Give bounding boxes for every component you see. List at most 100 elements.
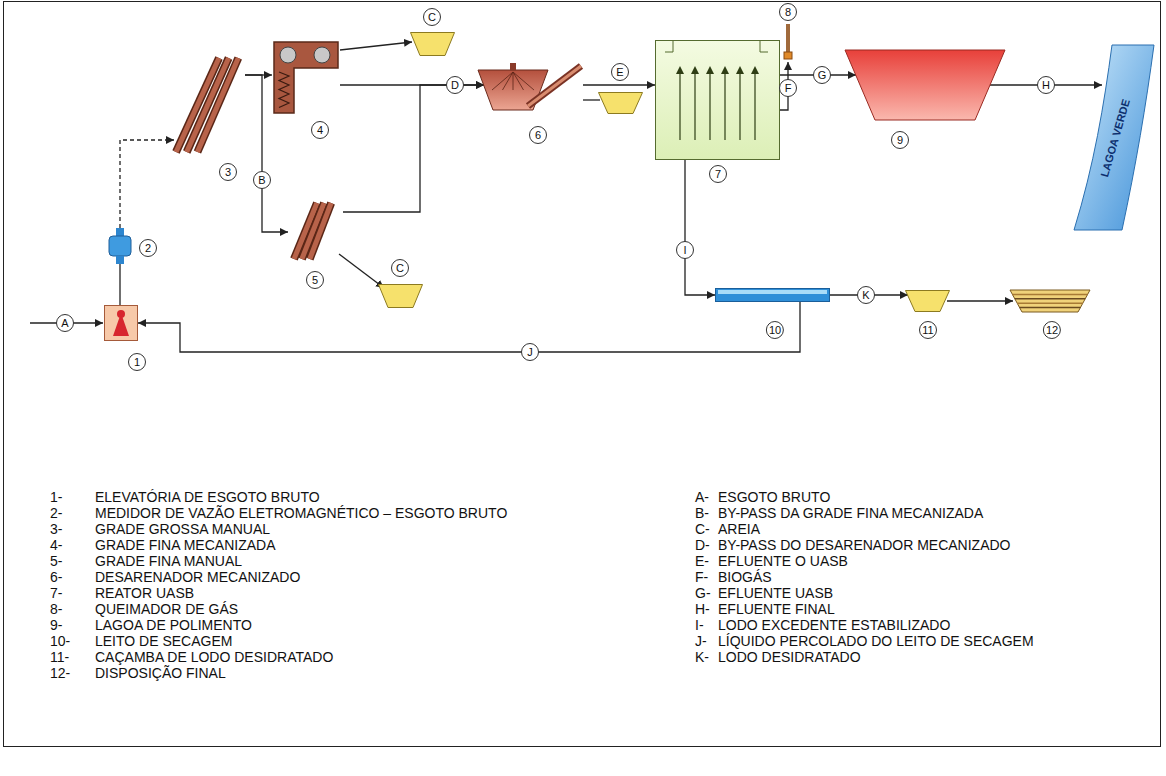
pond-icon [845,50,1005,120]
flow-letter: H [1037,76,1055,94]
callout-number: C [391,259,409,277]
legend-text: AREIA [718,521,760,537]
manual-screen: 5 [288,200,343,262]
legend-text: EFLUENTE FINAL [718,601,835,617]
legend-key: C- [695,521,710,537]
sand-bucket: C [410,32,455,56]
legend-text: GRADE GROSSA MANUAL [95,521,270,537]
legend-key: 5- [50,553,62,569]
receiving-lake: LAGOA VERDE [1072,45,1157,230]
bed-icon [715,288,830,302]
machine-icon [272,40,340,115]
legend-key: H- [695,601,710,617]
callout-number: 6 [529,126,547,144]
sludge-bucket: 11 [905,290,950,312]
flow-meter: 2 [108,228,132,264]
legend-key: A- [695,489,709,505]
final-disposal: 12 [1010,290,1090,312]
callout-number: 10 [766,321,784,339]
callout-number: 3 [219,163,237,181]
legend-key: E- [695,553,709,569]
flow-letter: K [857,286,875,304]
legend-key: 2- [50,505,62,521]
legend-key: F- [695,569,708,585]
flow-letter: B [253,171,271,189]
legend-text: ESGOTO BRUTO [718,489,830,505]
flow-line [583,84,655,85]
bucket-icon [378,284,423,308]
legend-text: CAÇAMBA DE LODO DESIDRATADO [95,649,333,665]
legend-key: 6- [50,569,62,585]
legend-text: REATOR UASB [95,585,194,601]
legend-text: ELEVATÓRIA DE ESGOTO BRUTO [95,489,320,505]
pole-icon [781,24,795,62]
frame [4,2,1161,747]
disposal-icon [1010,290,1090,312]
callout-number: C [423,8,441,26]
flow-line [685,160,715,295]
legend-key: D- [695,537,710,553]
barsBig-icon [170,55,245,155]
barsSmall-icon [288,200,343,262]
uasb-icon [655,40,780,160]
legend-key: 1- [50,489,62,505]
legend-text: BY-PASS DA GRADE FINA MECANIZADA [718,505,983,521]
uasb-reactor: 7 [655,40,780,160]
legend-text: EFLUENTE UASB [718,585,833,601]
flow-line [343,85,484,212]
flow-letter: D [446,76,464,94]
legend-key: 11- [50,649,69,665]
polishing-pond: 9 [845,50,1005,120]
legend-key: 9- [50,617,62,633]
desander-icon [478,60,583,115]
flow-letter: A [56,314,74,332]
gas-burner: 8 [781,24,795,62]
callout-number: 11 [919,321,937,339]
flow-line [138,302,800,352]
legend-text: LAGOA DE POLIMENTO [95,617,252,633]
callout-number: 5 [306,271,324,289]
callout-number: 7 [709,165,727,183]
drying-bed: 10 [715,288,830,302]
flow-line [947,300,1013,301]
legend-text: GRADE FINA MANUAL [95,553,242,569]
mechanized-screen: 4 [272,40,340,115]
bucket-icon [598,92,643,114]
sand-bucket: C [378,284,423,308]
legend-key: G- [695,585,711,601]
legend-text: EFLUENTE O UASB [718,553,848,569]
callout-number: 9 [891,131,909,149]
coarse-screen: 3 [170,55,245,155]
legend-text: LODO EXCEDENTE ESTABILIZADO [718,617,950,633]
bucket-icon [905,290,950,312]
legend-key: 3- [50,521,62,537]
legend-key: I- [695,617,704,633]
legend-text: LEITO DE SECAGEM [95,633,232,649]
lift-station: 1 [104,305,138,341]
flow-line [119,264,120,305]
legend-text: GRADE FINA MECANIZADA [95,537,275,553]
legend-text: DESARENADOR MECANIZADO [95,569,300,585]
pump-icon [104,305,138,341]
callout-number: 4 [311,121,329,139]
legend-text: MEDIDOR DE VAZÃO ELETROMAGNÉTICO – ESGOT… [95,505,507,521]
flow-line [120,140,174,228]
legend-key: 12- [50,665,70,681]
flow-letter: G [813,66,831,84]
meter-icon [108,228,132,264]
legend-key: 7- [50,585,62,601]
callout-number: 12 [1043,321,1061,339]
legend-key: 8- [50,601,62,617]
callout-number: 1 [128,353,146,371]
legend-text: LODO DESIDRATADO [718,649,861,665]
legend-text: QUEIMADOR DE GÁS [95,601,238,617]
legend-key: 10- [50,633,70,649]
callout-number: 8 [779,3,797,21]
bucket-icon [410,32,455,56]
flow-line [583,99,600,100]
flow-letter: I [676,241,694,259]
flow-line [340,42,412,50]
legend-key: 4- [50,537,62,553]
legend-text: BY-PASS DO DESARENADOR MECANIZADO [718,537,1011,553]
